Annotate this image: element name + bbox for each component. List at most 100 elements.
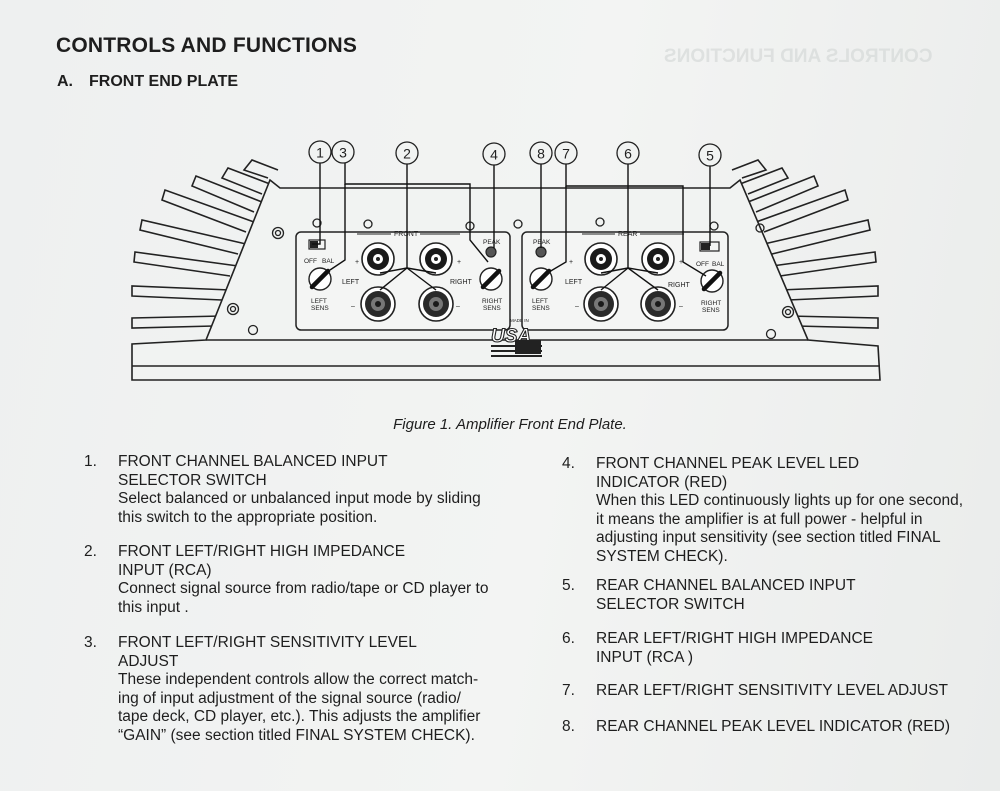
rear-peak-label: PEAK xyxy=(533,239,551,246)
rear-right-sens-label-line1: RIGHT xyxy=(701,300,721,307)
front-peak-led xyxy=(485,246,497,258)
rear-left-rca-plus-jack[interactable] xyxy=(584,242,618,276)
rear-left-sens-label-line2: SENS xyxy=(532,305,550,312)
svg-text:2: 2 xyxy=(403,146,411,162)
front-switch-bal-label: BAL xyxy=(322,258,335,265)
front-left-sens-label-line1: LEFT xyxy=(311,298,327,305)
item-description-line: it means the amplifier is at full power … xyxy=(596,510,923,528)
made-in-usa-logo: MADE IN USA xyxy=(490,318,542,357)
bleed-through-heading: CONTROLS AND FUNCTIONS xyxy=(664,46,933,67)
rear-left-sens-label-line1: LEFT xyxy=(532,298,548,305)
svg-text:5: 5 xyxy=(706,148,714,164)
item-title-line: INDICATOR (RED) xyxy=(596,473,728,491)
svg-text:3: 3 xyxy=(339,145,347,161)
callout-2: 2 xyxy=(395,141,419,165)
figure-caption: Figure 1. Amplifier Front End Plate. xyxy=(393,416,627,433)
front-balanced-input-selector-switch[interactable] xyxy=(308,239,326,250)
item-number: 6. xyxy=(562,630,575,647)
front-right-channel-label: RIGHT xyxy=(450,279,473,286)
item-title-line: FRONT CHANNEL BALANCED INPUT xyxy=(118,453,388,470)
rear-right-channel-label: RIGHT xyxy=(668,282,691,289)
rear-left-minus-sign: – xyxy=(575,303,579,310)
front-right-sens-label-line1: RIGHT xyxy=(482,298,502,305)
front-left-channel-label: LEFT xyxy=(342,279,360,286)
section-letter: A. xyxy=(57,73,73,90)
front-input-panel xyxy=(295,231,511,331)
item-description-line: tape deck, CD player, etc.). This adjust… xyxy=(118,708,481,725)
item-description-line: These independent controls allow the cor… xyxy=(118,671,479,688)
svg-text:4: 4 xyxy=(490,147,498,163)
rear-switch-bal-label: BAL xyxy=(712,261,725,268)
svg-text:8: 8 xyxy=(537,146,545,162)
item-title-line: FRONT CHANNEL PEAK LEVEL LED xyxy=(596,455,860,472)
item-title-line: REAR LEFT/RIGHT SENSITIVITY LEVEL ADJUST xyxy=(596,682,948,699)
item-title-line: REAR CHANNEL PEAK LEVEL INDICATOR (RED) xyxy=(596,718,950,735)
rear-switch-off-label: OFF xyxy=(696,261,709,268)
callout-6: 6 xyxy=(616,141,640,165)
item-title-line: REAR LEFT/RIGHT HIGH IMPEDANCE xyxy=(596,630,874,647)
front-peak-label: PEAK xyxy=(483,239,501,246)
front-left-rca-minus-jack[interactable] xyxy=(360,286,396,322)
front-left-sens-label-line2: SENS xyxy=(311,305,329,312)
front-left-rca-plus-jack[interactable] xyxy=(361,242,395,276)
svg-text:1: 1 xyxy=(316,145,324,161)
callout-7: 7 xyxy=(554,141,578,165)
rear-right-sens-label-line2: SENS xyxy=(702,307,720,314)
amplifier-front-plate-diagram: OFF BAL LEFT SENS FRONT xyxy=(131,140,881,381)
front-left-sensitivity-knob[interactable] xyxy=(308,267,332,291)
front-right-sens-label-line2: SENS xyxy=(483,305,501,312)
item-description-line: When this LED continuously lights up for… xyxy=(596,492,964,509)
rear-right-minus-sign: – xyxy=(679,303,683,310)
item-title-line: SELECTOR SWITCH xyxy=(118,471,267,489)
front-left-minus-sign: – xyxy=(351,303,355,310)
rear-peak-led xyxy=(535,246,547,258)
front-right-sensitivity-knob[interactable] xyxy=(479,267,503,291)
svg-text:7: 7 xyxy=(562,146,570,162)
front-right-rca-minus-jack[interactable] xyxy=(418,286,454,322)
item-title-line: FRONT LEFT/RIGHT SENSITIVITY LEVEL xyxy=(118,634,417,651)
item-number: 1. xyxy=(84,453,97,470)
callout-leader-lines xyxy=(312,163,711,291)
item-description-line: SYSTEM CHECK). xyxy=(596,547,728,565)
callout-4: 4 xyxy=(482,142,506,166)
item-number: 5. xyxy=(562,577,575,594)
heatsink-fins-right xyxy=(731,159,879,329)
item-number: 2. xyxy=(84,543,97,560)
svg-text:MADE IN: MADE IN xyxy=(510,318,529,323)
item-description-line: Connect signal source from radio/tape or… xyxy=(118,580,489,597)
section-heading: A. FRONT END PLATE xyxy=(57,73,238,91)
section-title: FRONT END PLATE xyxy=(89,73,239,90)
rear-input-panel xyxy=(521,231,729,331)
rear-right-rca-minus-jack[interactable] xyxy=(640,286,676,322)
item-title-line: INPUT (RCA ) xyxy=(596,648,694,666)
page-title: CONTROLS AND FUNCTIONS xyxy=(56,34,358,57)
item-description-line: this input . xyxy=(118,598,189,616)
item-number: 3. xyxy=(84,634,97,651)
callout-8: 8 xyxy=(529,141,553,165)
item-description-line: ing of input adjustment of the signal so… xyxy=(118,689,461,707)
item-title-line: SELECTOR SWITCH xyxy=(596,595,745,613)
item-number: 7. xyxy=(562,682,575,699)
item-title-line: ADJUST xyxy=(118,652,179,670)
callout-5: 5 xyxy=(698,143,722,167)
item-number: 8. xyxy=(562,718,575,735)
item-description-line: Select balanced or unbalanced input mode… xyxy=(118,490,481,507)
item-number: 4. xyxy=(562,455,575,472)
rear-left-channel-label: LEFT xyxy=(565,279,583,286)
callout-3: 3 xyxy=(331,140,355,164)
rear-left-sensitivity-knob[interactable] xyxy=(529,267,553,291)
callout-1: 1 xyxy=(308,140,332,164)
item-description-line: adjusting input sensitivity (see section… xyxy=(596,529,941,546)
front-right-plus-sign: + xyxy=(457,259,461,266)
rear-left-plus-sign: + xyxy=(569,259,573,266)
rear-right-rca-plus-jack[interactable] xyxy=(641,242,675,276)
item-title-line: FRONT LEFT/RIGHT HIGH IMPEDANCE xyxy=(118,543,406,560)
front-switch-off-label: OFF xyxy=(304,258,317,265)
front-right-minus-sign: – xyxy=(456,303,460,310)
item-title-line: INPUT (RCA) xyxy=(118,561,212,579)
rear-right-sensitivity-knob[interactable] xyxy=(700,269,724,293)
rear-switch-slider[interactable] xyxy=(701,243,710,250)
front-right-rca-plus-jack[interactable] xyxy=(419,242,453,276)
rear-left-rca-minus-jack[interactable] xyxy=(583,286,619,322)
